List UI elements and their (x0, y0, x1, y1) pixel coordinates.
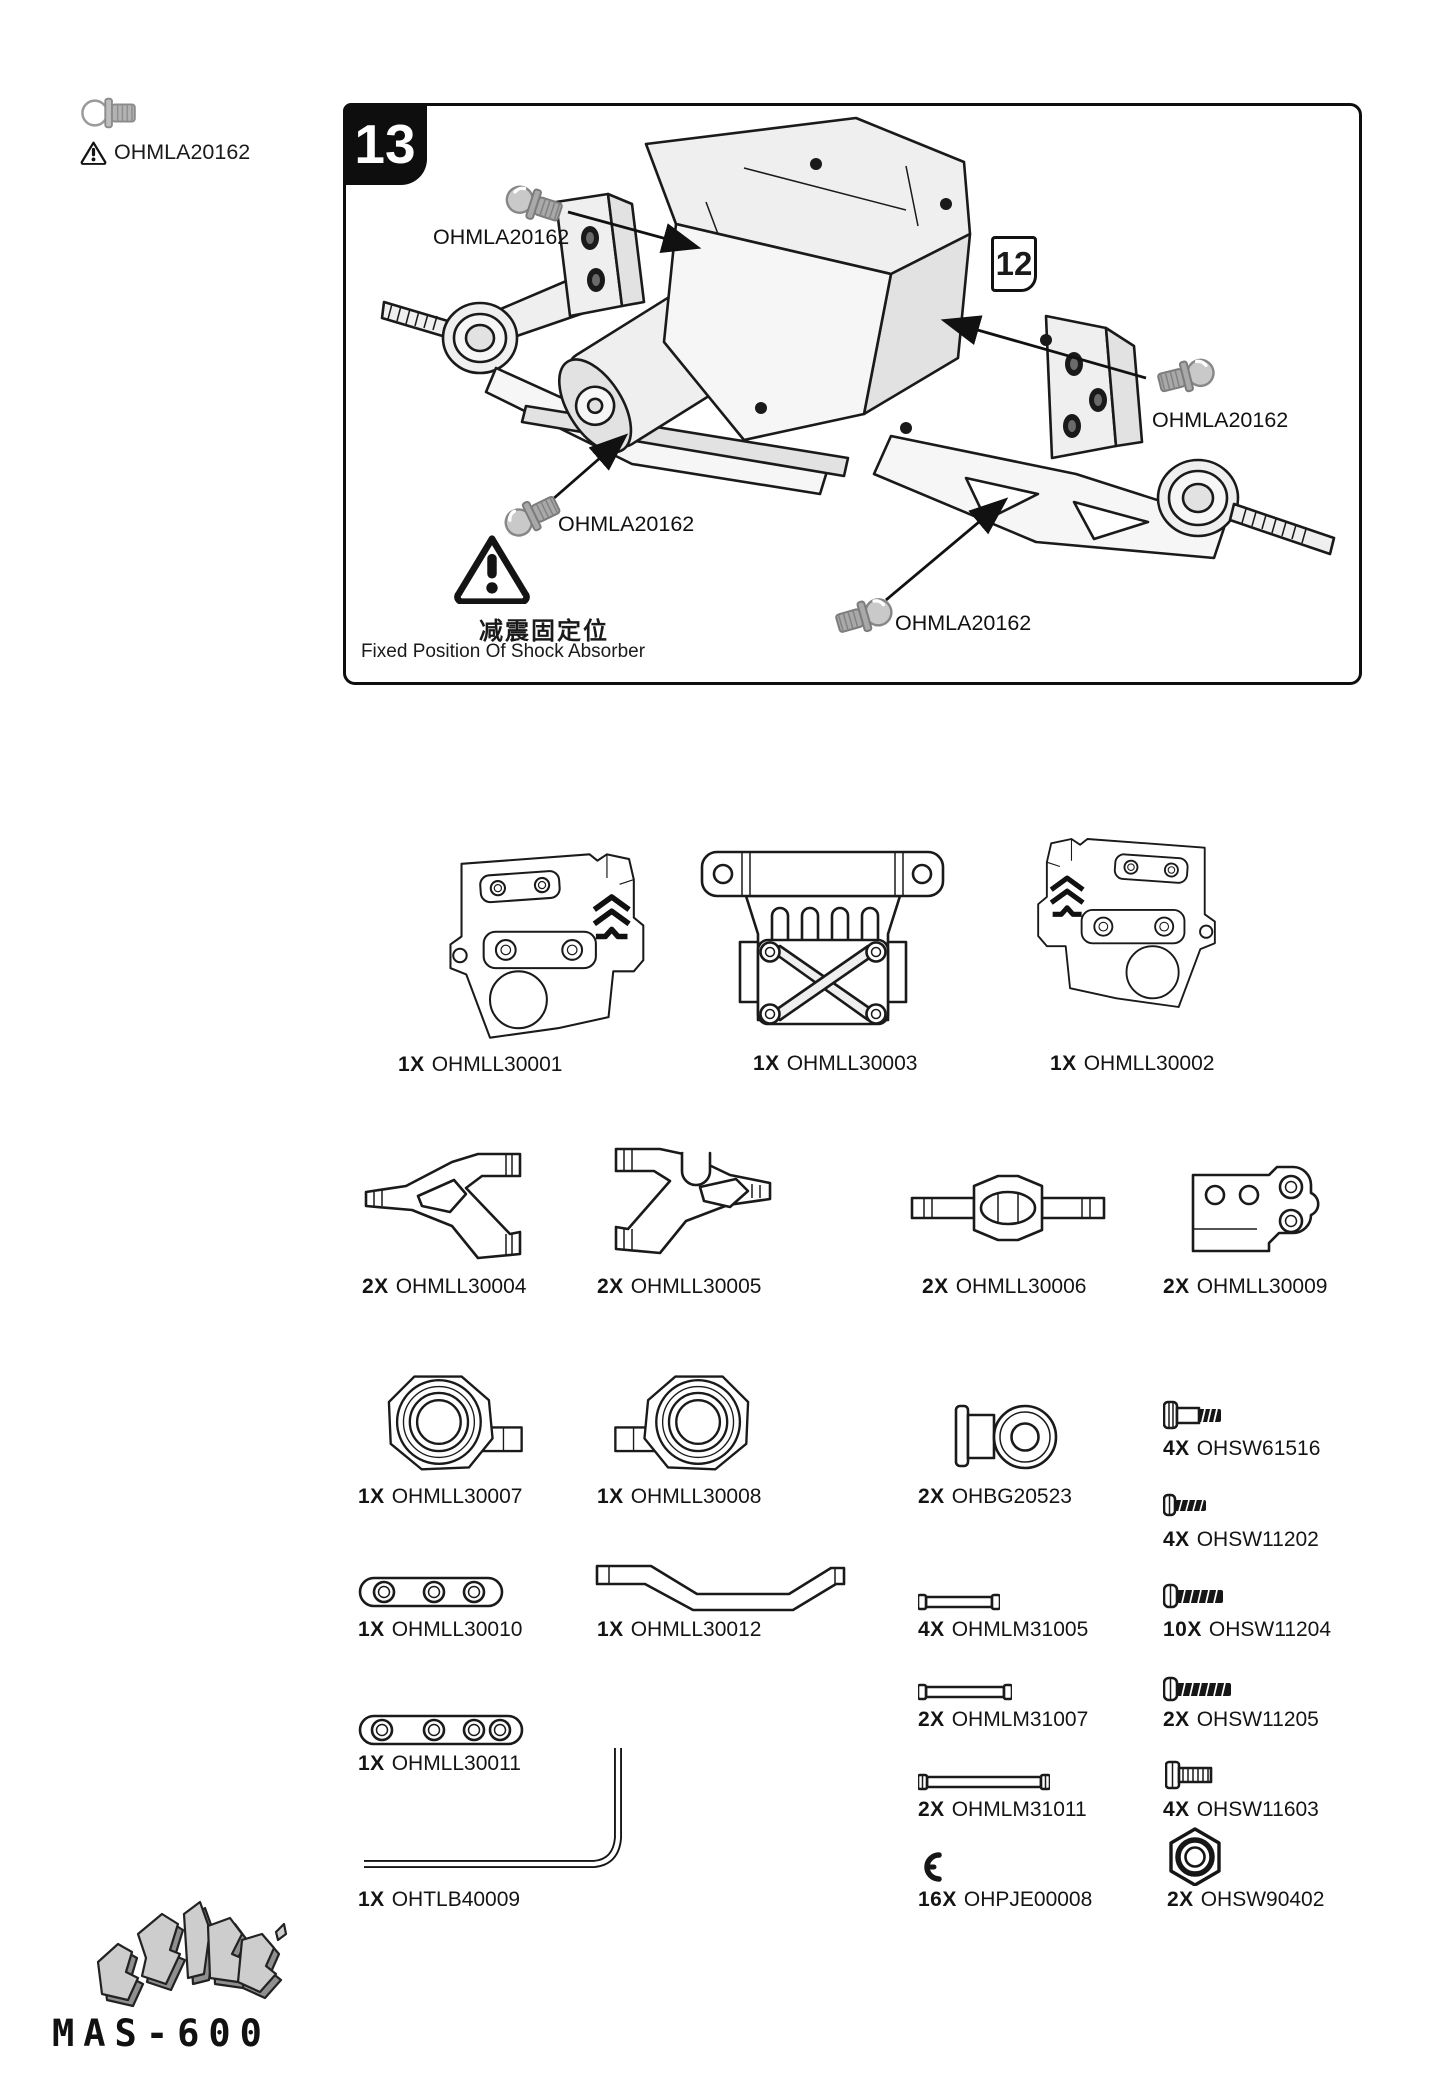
part-drawing-OHMLL30008 (614, 1375, 750, 1471)
part-drawing-OHMLL30002 (1015, 800, 1225, 1046)
model-name: MAS-600 (52, 2012, 271, 2055)
legend: OHMLA20162 (80, 93, 250, 165)
part-drawing-OHMLL30003 (700, 850, 945, 1026)
part-drawing-OHMLL30011 (358, 1714, 524, 1746)
part-drawing-OHMLL30007 (387, 1375, 523, 1471)
part-drawing-OHMLL30010 (358, 1576, 504, 1608)
part-drawing-OHMLL30012 (595, 1564, 846, 1612)
part-drawing-OHSW11204 (1163, 1583, 1223, 1609)
callout-label: OHMLA20162 (1152, 408, 1289, 432)
part-drawing-OHBG20523 (954, 1404, 1058, 1470)
warning-text-en: Fixed Position Of Shock Absorber (360, 641, 646, 662)
step-panel: 13 12 OHMLA20162 OHMLA20162 OHMLA20162 O… (343, 103, 1362, 685)
part-drawing-OHSW90402 (1169, 1827, 1221, 1886)
warning-text-cn: 减震固定位 (479, 618, 609, 645)
ball-stud-icon (1154, 353, 1219, 400)
step-number: 13 (354, 113, 416, 175)
ball-stud-icon (501, 179, 567, 229)
warning-triangle-icon (452, 534, 532, 604)
ball-stud-icon (832, 592, 897, 641)
callout-label: OHMLA20162 (558, 512, 695, 536)
part-drawing-OHMLM31005 (918, 1593, 1000, 1611)
axle-assembly-drawing (380, 116, 1336, 641)
ref-step-number: 12 (995, 245, 1033, 282)
part-drawing-OHMLL30001 (408, 848, 700, 1044)
callout-label: OHMLA20162 (433, 225, 570, 249)
part-drawing-OHMLL30004 (364, 1152, 522, 1260)
part-drawing-OHSW11603 (1165, 1760, 1213, 1790)
part-drawing-OHMLL30006 (910, 1174, 1106, 1242)
part-drawing-OHSW11205 (1163, 1676, 1231, 1702)
part-drawing-OHSW11202 (1163, 1493, 1206, 1517)
part-drawing-OHMLL30005 (614, 1147, 772, 1255)
part-drawing-OHSW61516 (1163, 1400, 1221, 1430)
legend-part-code: OHMLA20162 (114, 140, 251, 164)
ball-stud-icon (80, 93, 142, 133)
part-drawing-OHMLM31011 (918, 1773, 1050, 1791)
step-number-badge: 13 (343, 103, 427, 185)
brand-graffiti-logo (96, 1900, 288, 2008)
warning-triangle-icon (80, 141, 107, 165)
part-drawing-OHPJE00008 (924, 1852, 942, 1882)
callout-label: OHMLA20162 (895, 611, 1032, 635)
ref-step-badge: 12 (991, 236, 1037, 292)
part-drawing-OHMLL30009 (1191, 1165, 1320, 1253)
part-drawing-OHMLM31007 (918, 1683, 1012, 1701)
part-drawing-OHTLB40009 (364, 1748, 622, 1868)
